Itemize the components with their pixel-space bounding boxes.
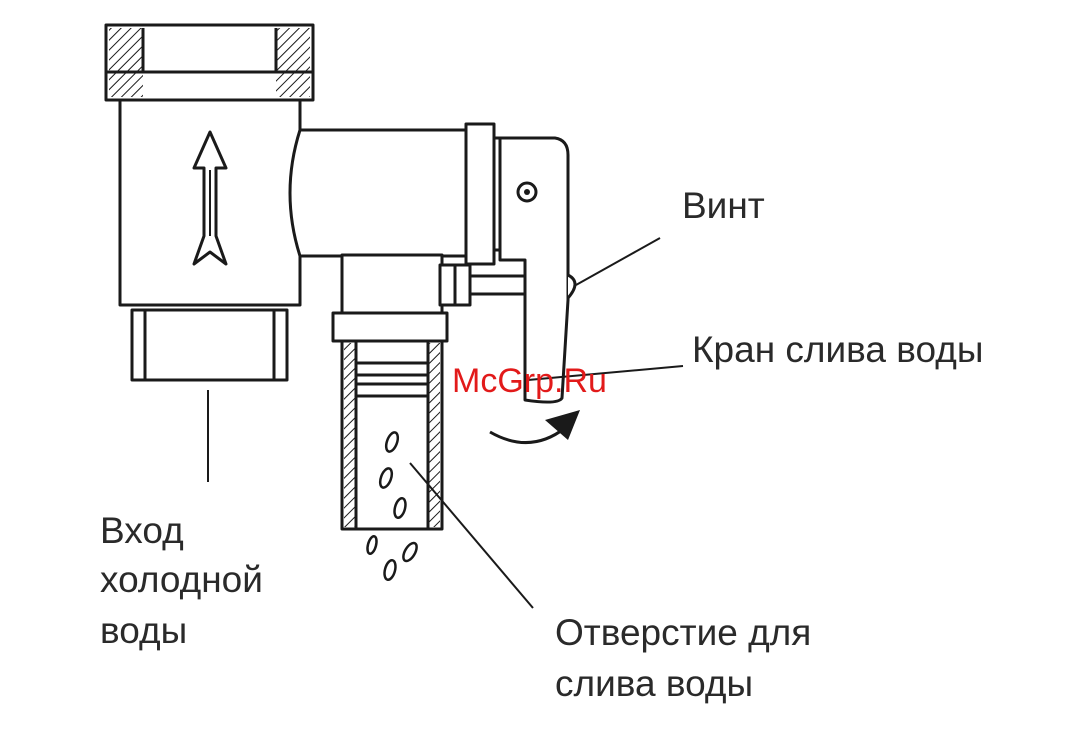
- outlet-connector: [333, 255, 525, 341]
- top-threaded-nut: [106, 25, 313, 100]
- rotation-arrow-icon: [490, 410, 580, 443]
- bottom-inlet-thread: [120, 305, 300, 380]
- watermark: McGrp.Ru: [452, 362, 607, 400]
- label-inlet-line2: холодной: [100, 559, 263, 600]
- label-drain-tap: Кран слива воды: [692, 329, 983, 370]
- label-screw: Винт: [682, 185, 765, 226]
- valve-side-body: [290, 124, 504, 264]
- label-outlet-line2: слива воды: [555, 663, 753, 704]
- label-inlet-line1: Вход: [100, 510, 184, 551]
- label-inlet-line3: воды: [100, 610, 187, 651]
- label-outlet-line1: Отверстие для: [555, 612, 811, 653]
